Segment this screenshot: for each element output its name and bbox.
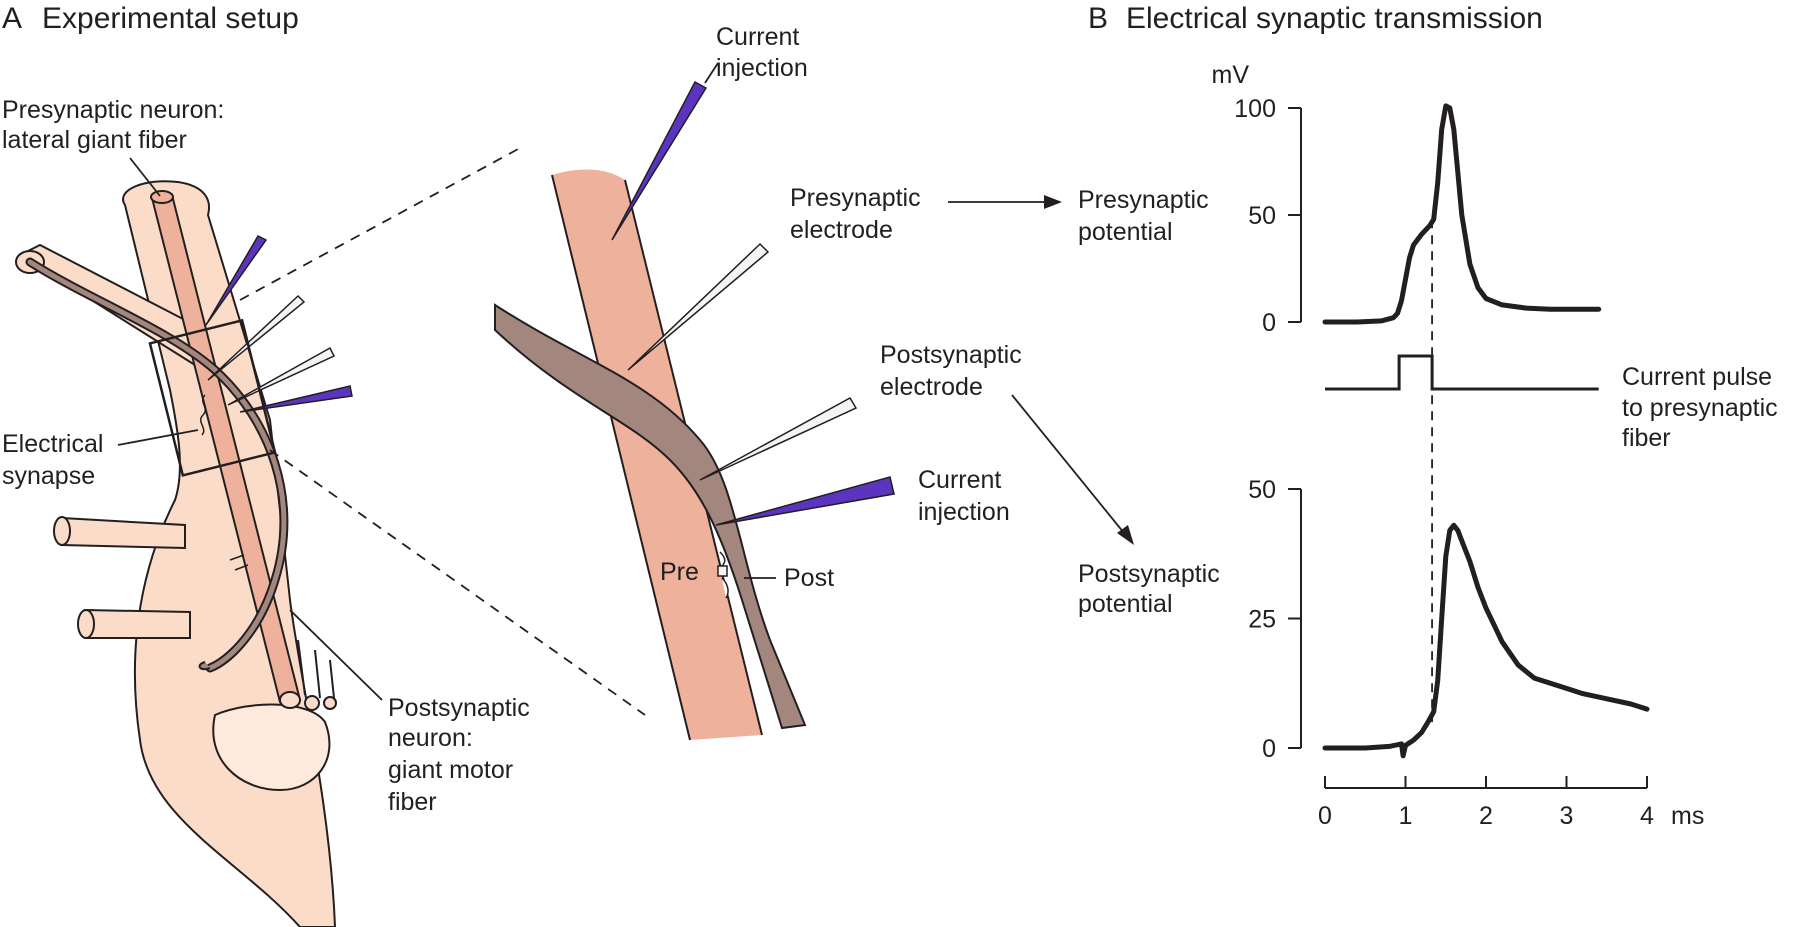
panel-b-title: Electrical synaptic transmission: [1126, 2, 1543, 35]
giant-motor-fiber: [25, 257, 289, 673]
label-postsynaptic-potential: Postsynaptic potential: [1078, 560, 1220, 618]
enlarged-postsynaptic-fiber: [494, 303, 807, 730]
presynaptic-y-unit-label: mV: [1212, 61, 1250, 89]
svg-text:Current pulse: Current pulse: [1622, 363, 1772, 391]
svg-text:electrode: electrode: [790, 216, 893, 244]
label-current-injection-bottom: Current injection: [918, 466, 1010, 526]
presynaptic-electrode-small: [207, 294, 306, 381]
panel-a-letter: A: [2, 2, 22, 35]
time-x-tick-label: 1: [1399, 802, 1413, 830]
current-injection-electrode-small-bottom: [239, 385, 353, 413]
postsynaptic-trace: [1322, 522, 1650, 759]
svg-text:fiber: fiber: [1622, 424, 1671, 452]
svg-text:neuron:: neuron:: [388, 724, 473, 752]
label-post: Post: [744, 564, 834, 592]
svg-text:giant motor: giant motor: [388, 756, 513, 784]
presynaptic-trace: [1322, 103, 1602, 325]
label-electrical-synapse: Electrical synapse: [2, 429, 199, 490]
svg-text:potential: potential: [1078, 218, 1173, 246]
svg-text:Presynaptic: Presynaptic: [790, 184, 921, 212]
time-x-tick-label: 0: [1318, 802, 1332, 830]
arrow-presynaptic: [948, 195, 1062, 209]
postsynaptic-electrode-small: [227, 346, 336, 406]
enlarged-synapse-gap: [717, 551, 729, 599]
enlarged-presynaptic-fiber: [551, 169, 763, 741]
presynaptic-y-tick-label: 100: [1234, 95, 1276, 123]
arrow-postsynaptic: [1011, 394, 1134, 545]
svg-text:Current: Current: [716, 23, 799, 51]
time-x-tick-label: 3: [1560, 802, 1574, 830]
svg-text:Presynaptic: Presynaptic: [1078, 186, 1209, 214]
svg-text:fiber: fiber: [388, 788, 437, 816]
svg-text:Presynaptic neuron:: Presynaptic neuron:: [2, 96, 224, 124]
svg-text:Current: Current: [918, 466, 1001, 494]
panel-b-letter: B: [1088, 2, 1108, 35]
svg-text:injection: injection: [918, 498, 1010, 526]
panel-a-title: Experimental setup: [42, 2, 299, 35]
postsynaptic-electrode: [699, 396, 858, 481]
svg-text:lateral giant fiber: lateral giant fiber: [2, 126, 187, 154]
label-postsynaptic-electrode: Postsynaptic electrode: [880, 341, 1022, 401]
presynaptic-y-tick-label: 0: [1262, 309, 1276, 337]
label-current-injection-top: Current injection: [716, 23, 808, 82]
current-injection-electrode-top: [611, 62, 719, 241]
postsynaptic-y-tick-label: 0: [1262, 735, 1276, 763]
svg-text:potential: potential: [1078, 590, 1173, 618]
svg-text:to presynaptic: to presynaptic: [1622, 394, 1778, 422]
time-x-tick-label: 2: [1479, 802, 1493, 830]
lateral-giant-fiber: [150, 190, 337, 711]
current-injection-electrode-bottom: [715, 476, 895, 526]
zoom-line-top: [239, 147, 521, 301]
current-pulse-trace: [1325, 354, 1599, 391]
svg-text:Postsynaptic: Postsynaptic: [1078, 560, 1220, 588]
svg-text:synapse: synapse: [2, 462, 95, 490]
label-pre: Pre: [660, 558, 699, 586]
current-injection-electrode-small-top: [205, 235, 268, 326]
electrical-synapse-marker: [199, 394, 207, 436]
presynaptic-electrode: [627, 242, 770, 371]
svg-text:Electrical: Electrical: [2, 430, 103, 458]
zoom-box: [148, 318, 277, 477]
postsynaptic-y-tick-label: 50: [1248, 476, 1276, 504]
presynaptic-y-tick-label: 50: [1248, 202, 1276, 230]
voltage-traces-chart: mV 0 50 100 0 25 50 0 1 2 3 4 ms: [1212, 61, 1705, 830]
label-current-pulse: Current pulse to presynaptic fiber: [1622, 363, 1778, 452]
zoom-line-bottom: [269, 449, 646, 716]
svg-text:Postsynaptic: Postsynaptic: [388, 694, 530, 722]
postsynaptic-y-tick-label: 25: [1248, 606, 1276, 634]
svg-text:electrode: electrode: [880, 373, 983, 401]
time-x-unit-label: ms: [1671, 802, 1704, 830]
label-presynaptic-neuron: Presynaptic neuron: lateral giant fiber: [2, 96, 224, 197]
svg-text:Post: Post: [784, 564, 834, 592]
label-presynaptic-potential: Presynaptic potential: [1078, 186, 1209, 246]
label-postsynaptic-neuron: Postsynaptic neuron: giant motor fiber: [289, 609, 530, 816]
label-presynaptic-electrode: Presynaptic electrode: [790, 184, 921, 244]
svg-text:injection: injection: [716, 54, 808, 82]
time-x-tick-label: 4: [1640, 802, 1654, 830]
svg-text:Postsynaptic: Postsynaptic: [880, 341, 1022, 369]
